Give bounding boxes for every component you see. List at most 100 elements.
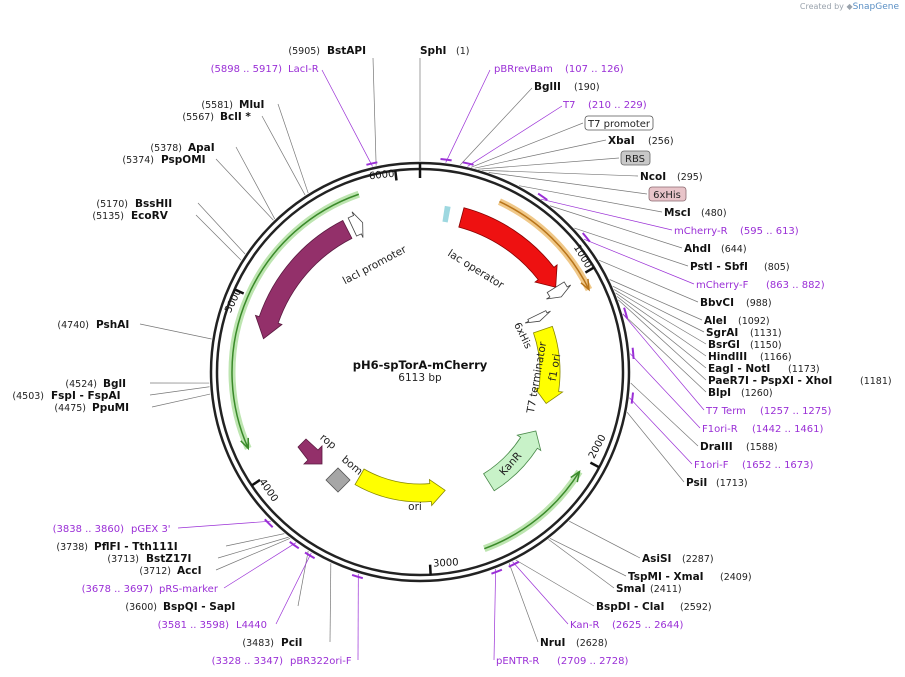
site-ncoi-pos: (295) xyxy=(677,172,703,183)
site-nrui-name: NruI xyxy=(540,637,565,649)
primer-t7term-range: (1257 .. 1275) xyxy=(760,406,832,417)
feature-laci xyxy=(254,219,353,340)
primer-pentr-r-range: (2709 .. 2728) xyxy=(557,656,629,667)
site-eagi-noti-name: EagI - NotI xyxy=(708,363,770,375)
site-bstz17i-name: BstZ17I xyxy=(146,553,191,565)
feature-f1-ori xyxy=(532,325,564,405)
site-pcii-name: PciI xyxy=(281,637,302,649)
leader-line xyxy=(618,299,707,381)
site-tspmi-xmai-name: TspMI - XmaI xyxy=(628,571,704,583)
leader-line xyxy=(223,542,297,589)
site-xbai-pos: (256) xyxy=(648,136,674,147)
site-bspqi-sapi-name: BspQI - SapI xyxy=(163,601,235,613)
feature-bom xyxy=(325,467,351,493)
leader-line xyxy=(478,157,620,170)
site-bcli-name: BclI * xyxy=(220,111,251,123)
site-bsshii-name: BssHII xyxy=(135,198,172,210)
scale-tick xyxy=(589,461,600,469)
credit-brand: SnapGene xyxy=(852,2,899,12)
leader-line xyxy=(277,103,309,194)
site-pcii-pos: (3483) xyxy=(242,638,274,649)
feature-t7-terminator xyxy=(524,310,551,324)
site-sphi-name: SphI xyxy=(420,45,446,57)
primer-mcherry-r-range: (595 .. 613) xyxy=(740,226,799,237)
leader-line xyxy=(261,115,306,196)
site-eagi-noti-pos: (1173) xyxy=(788,364,820,375)
primer-t7term-name: T7 Term xyxy=(705,406,746,417)
leader-line xyxy=(297,550,309,607)
leader-line xyxy=(549,537,627,577)
leader-line xyxy=(217,536,289,559)
primer-mark xyxy=(537,192,548,201)
leader-line xyxy=(615,292,707,357)
site-asisi-name: AsiSI xyxy=(642,553,671,565)
leader-line xyxy=(151,393,211,408)
primer-l4440-name: L4440 xyxy=(236,620,267,631)
leader-line xyxy=(626,412,685,483)
leader-line xyxy=(518,185,663,213)
leader-line xyxy=(321,69,373,167)
leader-line xyxy=(493,568,496,661)
site-ecorv-name: EcoRV xyxy=(131,210,169,222)
primer-mark xyxy=(351,573,364,580)
leader-line xyxy=(467,105,563,167)
site-msci-name: MscI xyxy=(664,207,691,219)
site-msci-pos: (480) xyxy=(701,208,727,219)
primer-prs-marker-name: pRS-marker xyxy=(159,584,219,595)
primer-mcherry-f-name: mCherry-F xyxy=(696,280,749,291)
feature-lac-operator xyxy=(442,205,451,223)
site-sgrai-name: SgrAI xyxy=(706,327,738,339)
primer-pbrrevbam-range: (107 .. 126) xyxy=(565,64,624,75)
leader-line xyxy=(460,87,533,166)
site-ahdi-name: AhdI xyxy=(684,243,711,255)
boxed-label-6xhis: 6xHis xyxy=(648,186,687,202)
site-nrui-pos: (2628) xyxy=(576,638,608,649)
leader-line xyxy=(629,353,701,429)
site-apai-name: ApaI xyxy=(188,142,215,154)
site-acci-name: AccI xyxy=(177,565,201,577)
boxed-label-rbs: RBS xyxy=(620,150,651,166)
site-acci-pos: (3712) xyxy=(139,566,171,577)
leader-line xyxy=(508,563,539,643)
site-ecorv-pos: (5135) xyxy=(92,211,124,222)
feature-label-lac-operator: lac operator xyxy=(445,248,506,292)
site-ahdi-pos: (644) xyxy=(721,244,747,255)
feature-label-f1-ori: f1 ori xyxy=(547,353,564,382)
leader-line xyxy=(445,69,491,163)
primer-pbr322ori-f-name: pBR322ori-F xyxy=(290,656,352,667)
leader-line xyxy=(474,139,607,169)
leader-line xyxy=(574,227,689,267)
orf-arrowhead xyxy=(570,469,581,483)
primer-f1ori-f-name: F1ori-F xyxy=(694,460,729,471)
site-bsrgi-name: BsrGI xyxy=(708,339,740,351)
primer-kan-r-range: (2625 .. 2644) xyxy=(612,620,684,631)
site-pflfi-pos: (3738) xyxy=(56,542,88,553)
leader-line xyxy=(329,563,332,643)
site-sgrai-pos: (1131) xyxy=(750,328,782,339)
site-pshai-name: PshAI xyxy=(96,319,129,331)
primer-pentr-r-name: pENTR-R xyxy=(496,656,539,667)
site-mlui-pos: (5581) xyxy=(201,100,233,111)
site-alei-name: AleI xyxy=(704,315,727,327)
site-psti-sbfi-name: PstI - SbfI xyxy=(690,261,748,273)
site-apai-pos: (5378) xyxy=(150,143,182,154)
primer-pbr322ori-f-range: (3328 .. 3347) xyxy=(212,656,284,667)
site-bbvci-pos: (988) xyxy=(746,298,772,309)
boxed-label-t7-promoter-text: T7 promoter xyxy=(587,119,651,130)
primer-mark xyxy=(630,392,635,404)
feature-mcherry xyxy=(458,207,558,288)
scale-tick xyxy=(251,478,261,487)
leader-line xyxy=(235,146,276,220)
site-bstz17i-pos: (3713) xyxy=(107,554,139,565)
primer-mark xyxy=(264,518,274,528)
scale-tick-label: 6000 xyxy=(369,169,395,183)
primer-mark xyxy=(491,568,503,575)
leader-line xyxy=(177,520,271,529)
site-bglii-name: BglII xyxy=(534,81,561,93)
leader-line xyxy=(225,533,285,547)
feature-6xhis xyxy=(546,281,572,300)
boxed-label-t7-promoter: T7 promoter xyxy=(584,115,654,131)
feature-label-ori: ori xyxy=(408,501,422,513)
site-paer7i-pos: (1181) xyxy=(860,376,892,387)
site-bspdi-clai-pos: (2592) xyxy=(680,602,712,613)
